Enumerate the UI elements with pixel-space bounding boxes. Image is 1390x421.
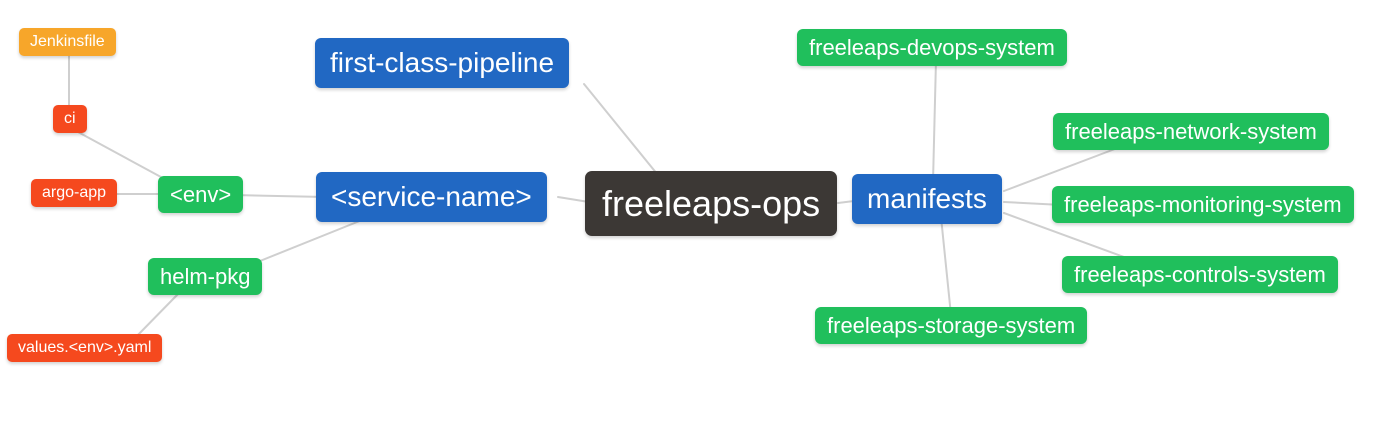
node-freeleaps-controls-system[interactable]: freeleaps-controls-system	[1062, 256, 1338, 294]
node-freeleaps-network-system[interactable]: freeleaps-network-system	[1053, 113, 1329, 151]
node-values-env-yaml[interactable]: values.<env>.yaml	[7, 334, 163, 363]
node-jenkinsfile[interactable]: Jenkinsfile	[19, 28, 116, 57]
node-freeleaps-ops-root[interactable]: freeleaps-ops	[585, 171, 838, 237]
edge-manifests-storage	[940, 216, 952, 316]
edge-manifests-controls	[1003, 212, 1144, 265]
node-manifests[interactable]: manifests	[852, 174, 1002, 225]
node-env[interactable]: <env>	[158, 176, 244, 214]
edge-manifests-devops	[932, 59, 937, 183]
node-service-name[interactable]: <service-name>	[316, 172, 547, 223]
edge-env-service	[233, 194, 326, 198]
node-freeleaps-monitoring-system[interactable]: freeleaps-monitoring-system	[1052, 186, 1354, 224]
node-argo-app[interactable]: argo-app	[31, 179, 118, 208]
node-freeleaps-storage-system[interactable]: freeleaps-storage-system	[815, 307, 1088, 345]
edge-manifests-network	[1003, 143, 1129, 192]
edge-ci-env	[77, 131, 173, 184]
edge-pipeline-root	[583, 83, 663, 181]
node-freeleaps-devops-system[interactable]: freeleaps-devops-system	[797, 29, 1067, 67]
node-helm-pkg[interactable]: helm-pkg	[148, 258, 263, 296]
node-ci[interactable]: ci	[53, 105, 87, 134]
edge-helm-service	[254, 215, 373, 264]
edge-values-helm	[132, 291, 181, 341]
node-first-class-pipeline[interactable]: first-class-pipeline	[315, 38, 570, 89]
